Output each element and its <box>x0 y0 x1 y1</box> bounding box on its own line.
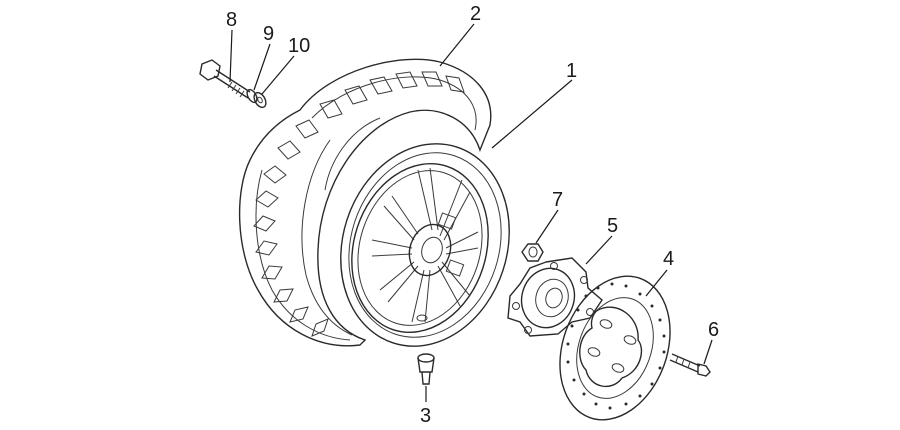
leader-10 <box>261 55 295 95</box>
callout-3: 3 <box>420 405 431 427</box>
disc-screw <box>669 353 711 377</box>
leader-7 <box>535 209 559 244</box>
tire <box>238 58 492 347</box>
leader-lines <box>229 23 713 402</box>
leader-1 <box>491 79 573 149</box>
brake-disc <box>559 275 671 421</box>
leader-5 <box>585 235 613 265</box>
callout-10: 10 <box>288 35 310 57</box>
callout-9: 9 <box>263 23 274 45</box>
brake-disc-flange <box>507 257 603 337</box>
callout-labels: 1 2 3 4 5 6 7 8 9 10 <box>226 3 719 427</box>
wheel-rim <box>340 143 510 347</box>
callout-6: 6 <box>708 319 719 341</box>
leader-8 <box>229 29 233 83</box>
callout-8: 8 <box>226 9 237 31</box>
callout-4: 4 <box>663 248 674 270</box>
callout-1: 1 <box>566 60 577 82</box>
callout-2: 2 <box>470 3 481 25</box>
washer-10 <box>253 91 267 109</box>
leader-6 <box>703 339 713 365</box>
leader-2 <box>439 23 475 67</box>
washer-9 <box>246 88 258 104</box>
nut <box>521 243 544 262</box>
callout-5: 5 <box>607 215 618 237</box>
axle-bolt <box>199 59 251 99</box>
tire-valve <box>417 353 435 385</box>
leader-4 <box>645 269 668 297</box>
callout-7: 7 <box>552 189 563 211</box>
leader-9 <box>253 43 271 91</box>
